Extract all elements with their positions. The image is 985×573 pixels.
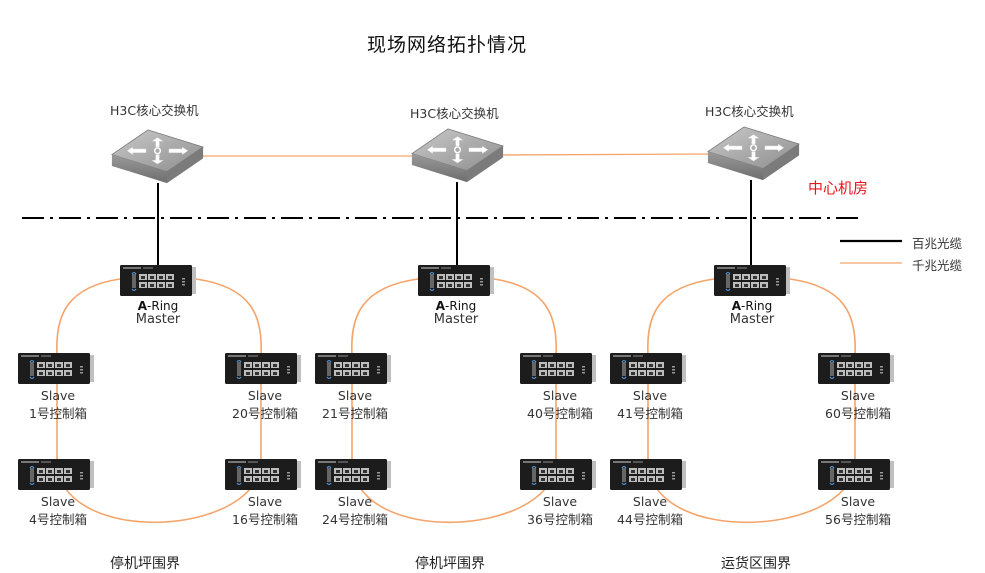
core-switch-2-label: H3C核心交换机: [410, 106, 499, 121]
ring-3-slave-2-role: Slave: [840, 388, 876, 403]
ring-2-slave-4-role: Slave: [542, 494, 578, 509]
ring-1-slave-3-role: Slave: [40, 494, 76, 509]
core-switch-3[interactable]: [707, 126, 800, 181]
ring-2-master-switch[interactable]: [418, 265, 494, 297]
ring-3-slave-switch-2[interactable]: [818, 353, 894, 385]
rings-layer: [56, 278, 856, 524]
ring-3-link-bottom: [647, 465, 856, 524]
ring-2-slave-switch-1[interactable]: [315, 353, 391, 385]
ring-2-boundary-label: 停机坪围界: [415, 556, 485, 572]
ring-1-link-master-left: [56, 278, 121, 356]
ring-1-slave-2-name: 20号控制箱: [232, 406, 298, 421]
ring-1-slave-4-name: 16号控制箱: [232, 512, 298, 527]
ring-1-link-bottom: [56, 465, 262, 524]
legend-label-hundred-mbps: 百兆光缆: [912, 236, 963, 251]
ring-1-slave-3-name: 4号控制箱: [29, 512, 87, 527]
ring-1-slave-switch-3[interactable]: [18, 459, 94, 491]
ring-1-slave-1-role: Slave: [40, 388, 76, 403]
ring-suffix: -Ring: [445, 299, 477, 313]
ring-3-slave-3-role: Slave: [632, 494, 668, 509]
ring-1-slave-1-name: 1号控制箱: [29, 406, 87, 421]
ring-3-slave-1-name: 41号控制箱: [617, 406, 683, 421]
core-switch-2[interactable]: [411, 128, 504, 183]
ring-1-boundary-label: 停机坪围界: [110, 556, 180, 572]
ring-3-master-role: Master: [729, 312, 775, 327]
ring-2-master-role: Master: [433, 312, 479, 327]
core-switch-1[interactable]: [111, 129, 204, 184]
ring-2-slave-2-role: Slave: [542, 388, 578, 403]
legend-label-gigabit: 千兆光缆: [912, 258, 963, 273]
ring-3-master-ring-name: A-Ring: [712, 299, 792, 313]
ring-2-link-bottom: [351, 465, 557, 524]
ring-1-slave-2-role: Slave: [247, 388, 283, 403]
ring-1-slave-switch-1[interactable]: [18, 353, 94, 385]
ring-suffix: -Ring: [741, 299, 773, 313]
ring-1-link-master-right: [195, 278, 262, 356]
ring-3-slave-2-name: 60号控制箱: [825, 406, 891, 421]
core-link-2-3: [499, 153, 713, 156]
ring-3-slave-4-role: Slave: [840, 494, 876, 509]
ring-3-slave-switch-3[interactable]: [610, 459, 686, 491]
ring-2-slave-switch-3[interactable]: [315, 459, 391, 491]
ring-2-link-master-left: [351, 278, 419, 356]
ring-2-slave-2-name: 40号控制箱: [527, 406, 593, 421]
zone-label: 中心机房: [808, 179, 869, 197]
ring-prefix: A: [137, 299, 148, 313]
ring-1-slave-switch-4[interactable]: [225, 459, 301, 491]
ring-2-slave-3-name: 24号控制箱: [322, 512, 388, 527]
page-title: 现场网络拓扑情况: [367, 34, 528, 56]
ring-3-slave-switch-1[interactable]: [610, 353, 686, 385]
ring-3-slave-4-name: 56号控制箱: [825, 512, 891, 527]
core-switch-1-label: H3C核心交换机: [110, 103, 199, 118]
ring-2-slave-4-name: 36号控制箱: [527, 512, 593, 527]
ring-2-slave-1-role: Slave: [337, 388, 373, 403]
ring-2-slave-3-role: Slave: [337, 494, 373, 509]
ring-3-slave-1-role: Slave: [632, 388, 668, 403]
ring-3-link-master-left: [647, 278, 715, 356]
ring-3-boundary-label: 运货区围界: [721, 556, 791, 572]
ring-2-link-master-right: [493, 278, 557, 356]
ring-suffix: -Ring: [147, 299, 179, 313]
ring-2-master-ring-name: A-Ring: [416, 299, 496, 313]
ring-2-slave-switch-2[interactable]: [520, 353, 596, 385]
ring-prefix: A: [435, 299, 446, 313]
ring-1-master-switch[interactable]: [120, 265, 196, 297]
ring-3-slave-3-name: 44号控制箱: [617, 512, 683, 527]
ring-3-slave-switch-4[interactable]: [818, 459, 894, 491]
ring-2-slave-1-name: 21号控制箱: [322, 406, 388, 421]
ring-1-slave-4-role: Slave: [247, 494, 283, 509]
ring-1-master-ring-name: A-Ring: [118, 299, 198, 313]
core-switch-3-label: H3C核心交换机: [705, 104, 794, 119]
ring-1-slave-switch-2[interactable]: [225, 353, 301, 385]
ring-1-master-role: Master: [135, 312, 181, 327]
ring-3-master-switch[interactable]: [714, 265, 790, 297]
ring-prefix: A: [731, 299, 742, 313]
ring-2-slave-switch-4[interactable]: [520, 459, 596, 491]
ring-3-link-master-right: [789, 278, 856, 356]
